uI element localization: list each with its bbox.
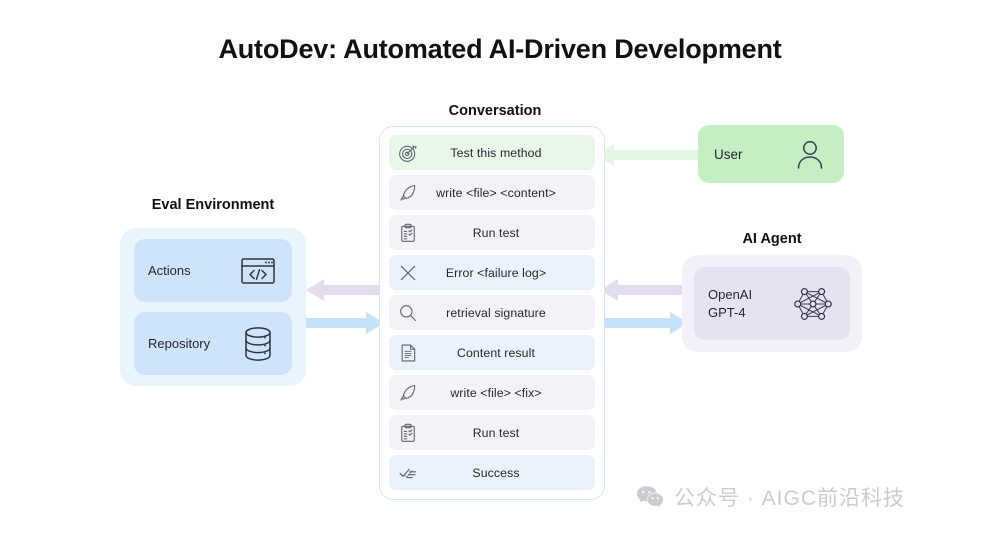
eval-environment-panel: Actions Repository — [120, 228, 306, 386]
clipboard-icon — [397, 222, 419, 244]
conversation-row[interactable]: Test this method — [389, 135, 595, 170]
eval-card-actions[interactable]: Actions — [134, 239, 292, 302]
watermark-text: 公众号 · AIGC前沿科技 — [674, 487, 906, 510]
arrow-eval-to-conversation — [306, 312, 384, 334]
page-title: AutoDev: Automated AI-Driven Development — [218, 34, 782, 64]
magnifier-icon — [397, 302, 419, 324]
conversation-row[interactable]: Content result — [389, 335, 595, 370]
arrow-user-to-conversation — [596, 144, 708, 166]
conversation-row-label: Test this method — [450, 145, 542, 160]
ai-agent-panel: OpenAI GPT-4 — [682, 255, 862, 352]
conversation-row-label: Success — [472, 465, 520, 480]
target-icon — [397, 142, 419, 164]
ai-agent-model-label: OpenAI GPT-4 — [708, 287, 753, 320]
user-label: User — [714, 146, 743, 162]
person-icon — [792, 136, 828, 172]
watermark: 公众号 · AIGC前沿科技 — [636, 482, 905, 512]
conversation-row[interactable]: Run test — [389, 415, 595, 450]
arrow-conversation-to-agent — [600, 312, 688, 334]
conversation-panel: Test this method write <file> <content> — [379, 126, 605, 500]
quill-pen-icon — [397, 382, 419, 404]
conversation-row-label: Run test — [472, 425, 520, 440]
conversation-row[interactable]: retrieval signature — [389, 295, 595, 330]
check-list-icon — [397, 462, 419, 484]
neural-network-icon — [790, 281, 836, 327]
conversation-row-label: write <file> <content> — [436, 185, 556, 200]
conversation-row[interactable]: write <file> <content> — [389, 175, 595, 210]
conversation-row-label: write <file> <fix> — [450, 385, 542, 400]
database-icon — [238, 324, 278, 364]
eval-card-repository[interactable]: Repository — [134, 312, 292, 375]
x-cross-icon — [397, 262, 419, 284]
conversation-row-label: retrieval signature — [446, 305, 546, 320]
conversation-row[interactable]: Error <failure log> — [389, 255, 595, 290]
clipboard-icon — [397, 422, 419, 444]
conversation-row-label: Error <failure log> — [445, 265, 547, 280]
conversation-caption: Conversation — [448, 103, 542, 119]
conversation-row[interactable]: write <file> <fix> — [389, 375, 595, 410]
conversation-row[interactable]: Run test — [389, 215, 595, 250]
ai-agent-caption: AI Agent — [742, 231, 802, 247]
ai-agent-card[interactable]: OpenAI GPT-4 — [694, 267, 850, 340]
conversation-row-label: Content result — [457, 345, 535, 360]
eval-environment-caption: Eval Environment — [151, 197, 275, 213]
quill-pen-icon — [397, 182, 419, 204]
code-window-icon — [238, 251, 278, 291]
conversation-row-label: Run test — [472, 225, 520, 240]
arrow-agent-to-conversation — [600, 279, 688, 301]
document-icon — [397, 342, 419, 364]
user-box[interactable]: User — [698, 125, 844, 183]
wechat-icon — [636, 485, 664, 509]
eval-card-label: Repository — [148, 336, 211, 351]
arrow-conversation-to-eval — [306, 279, 384, 301]
eval-card-label: Actions — [148, 263, 191, 278]
conversation-row[interactable]: Success — [389, 455, 595, 490]
